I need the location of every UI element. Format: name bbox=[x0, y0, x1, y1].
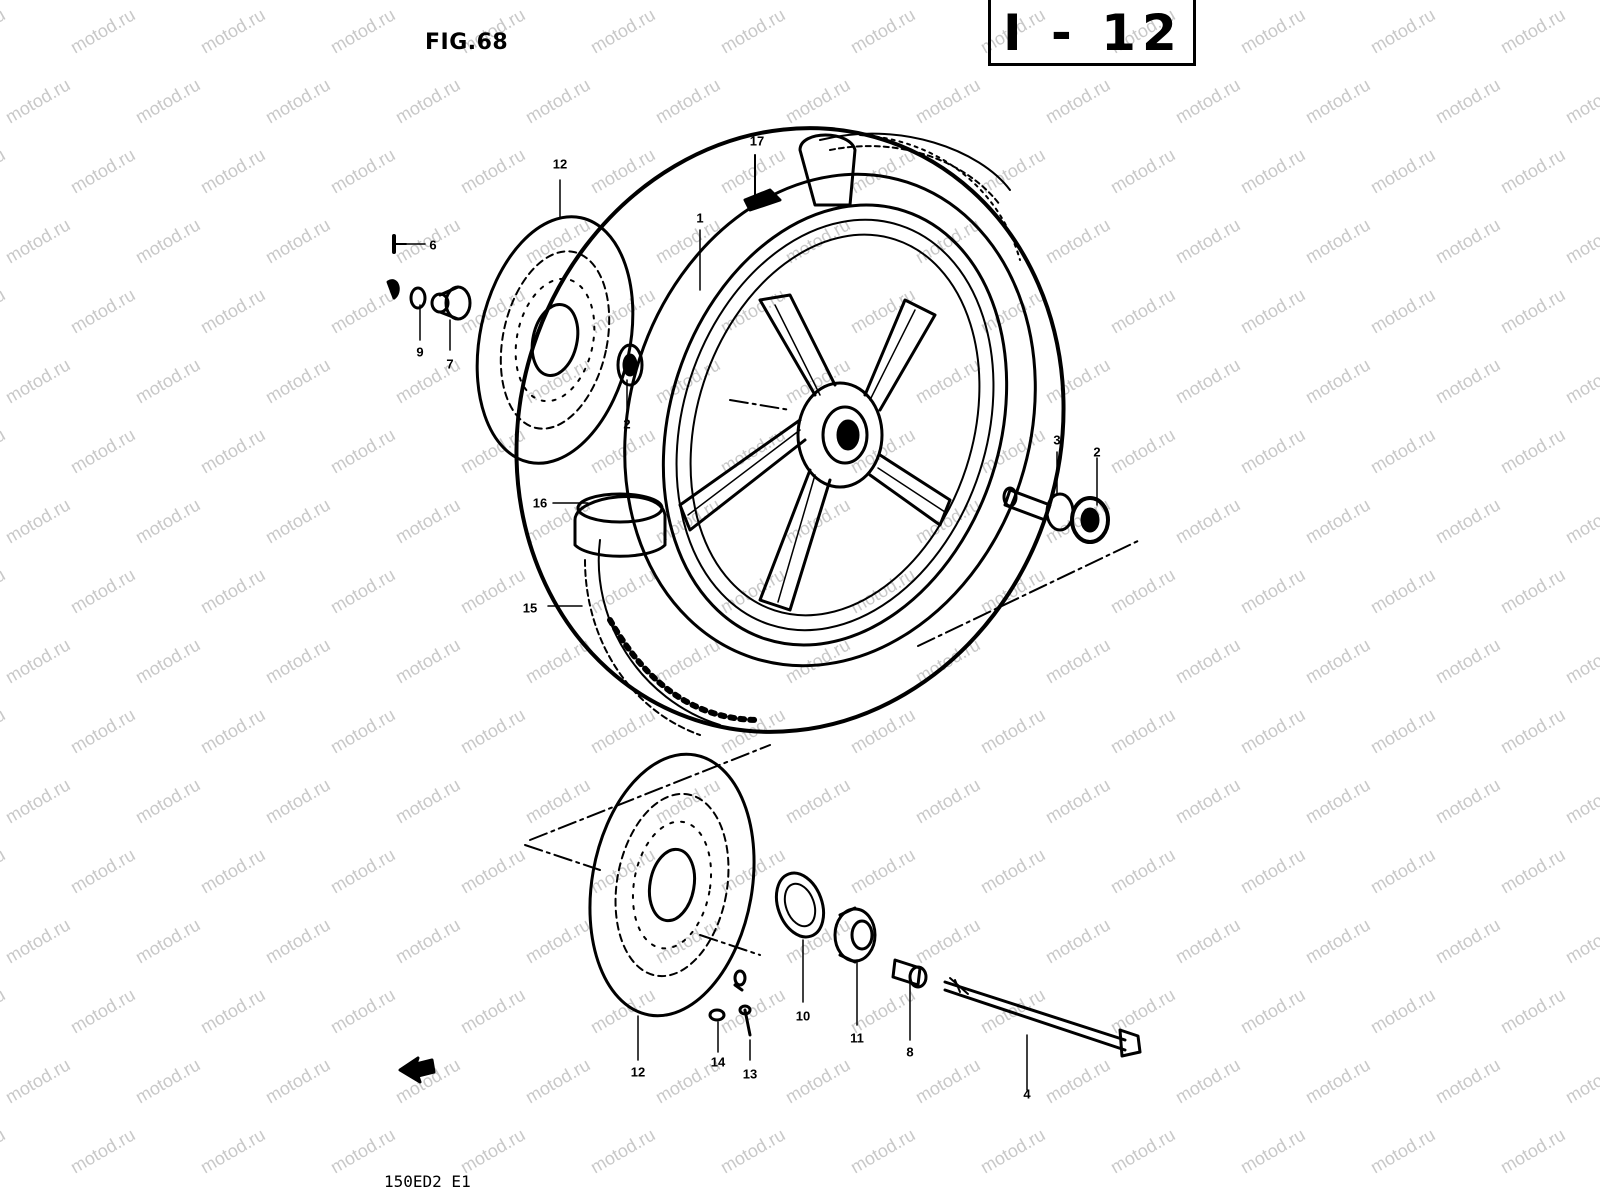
callout-16: 16 bbox=[532, 495, 548, 511]
bearing-left bbox=[616, 343, 644, 387]
callout-15: 15 bbox=[522, 600, 538, 616]
brake-disc-bottom bbox=[588, 752, 756, 1018]
callout-12b: 12 bbox=[630, 1064, 646, 1080]
callout-4: 4 bbox=[1023, 1086, 1031, 1102]
gear-box bbox=[833, 906, 877, 964]
callout-6: 6 bbox=[429, 237, 437, 253]
callout-9: 9 bbox=[416, 344, 424, 360]
leader-lines bbox=[396, 154, 1098, 1091]
front-axle bbox=[943, 977, 1142, 1058]
callout-8: 8 bbox=[906, 1044, 914, 1060]
callout-13: 13 bbox=[742, 1066, 758, 1082]
axle-nut bbox=[386, 279, 400, 300]
callout-14: 14 bbox=[710, 1054, 726, 1070]
spacer-front bbox=[891, 958, 928, 989]
model-code: 150ED2 E1 bbox=[384, 1172, 471, 1191]
tire-tube bbox=[573, 133, 857, 558]
disc-bolts bbox=[708, 969, 752, 1037]
rim-band bbox=[743, 154, 782, 212]
tire bbox=[514, 126, 1066, 736]
callout-11: 11 bbox=[850, 1030, 864, 1046]
callout-12a: 12 bbox=[552, 156, 568, 172]
brake-disc-top bbox=[475, 215, 635, 465]
washer bbox=[409, 286, 427, 310]
front-direction-arrow bbox=[398, 1056, 436, 1084]
callout-7: 7 bbox=[446, 356, 454, 372]
callout-2b: 2 bbox=[1093, 444, 1101, 460]
figure-label: FIG.68 bbox=[425, 30, 509, 55]
callout-10: 10 bbox=[795, 1008, 811, 1024]
spacer-left bbox=[430, 285, 472, 321]
callout-1: 1 bbox=[696, 210, 704, 226]
page-code: I - 12 bbox=[1003, 4, 1183, 62]
callout-17: 17 bbox=[749, 133, 765, 149]
alignment-lines bbox=[524, 399, 1141, 956]
callout-3: 3 bbox=[1053, 432, 1061, 448]
gear-box-seal bbox=[774, 871, 826, 939]
spacer-right bbox=[1002, 486, 1052, 522]
bearing-right bbox=[1045, 492, 1110, 544]
wheel-rim bbox=[661, 203, 1009, 647]
callout-2a: 2 bbox=[623, 416, 631, 432]
page-code-box bbox=[988, 0, 1196, 66]
